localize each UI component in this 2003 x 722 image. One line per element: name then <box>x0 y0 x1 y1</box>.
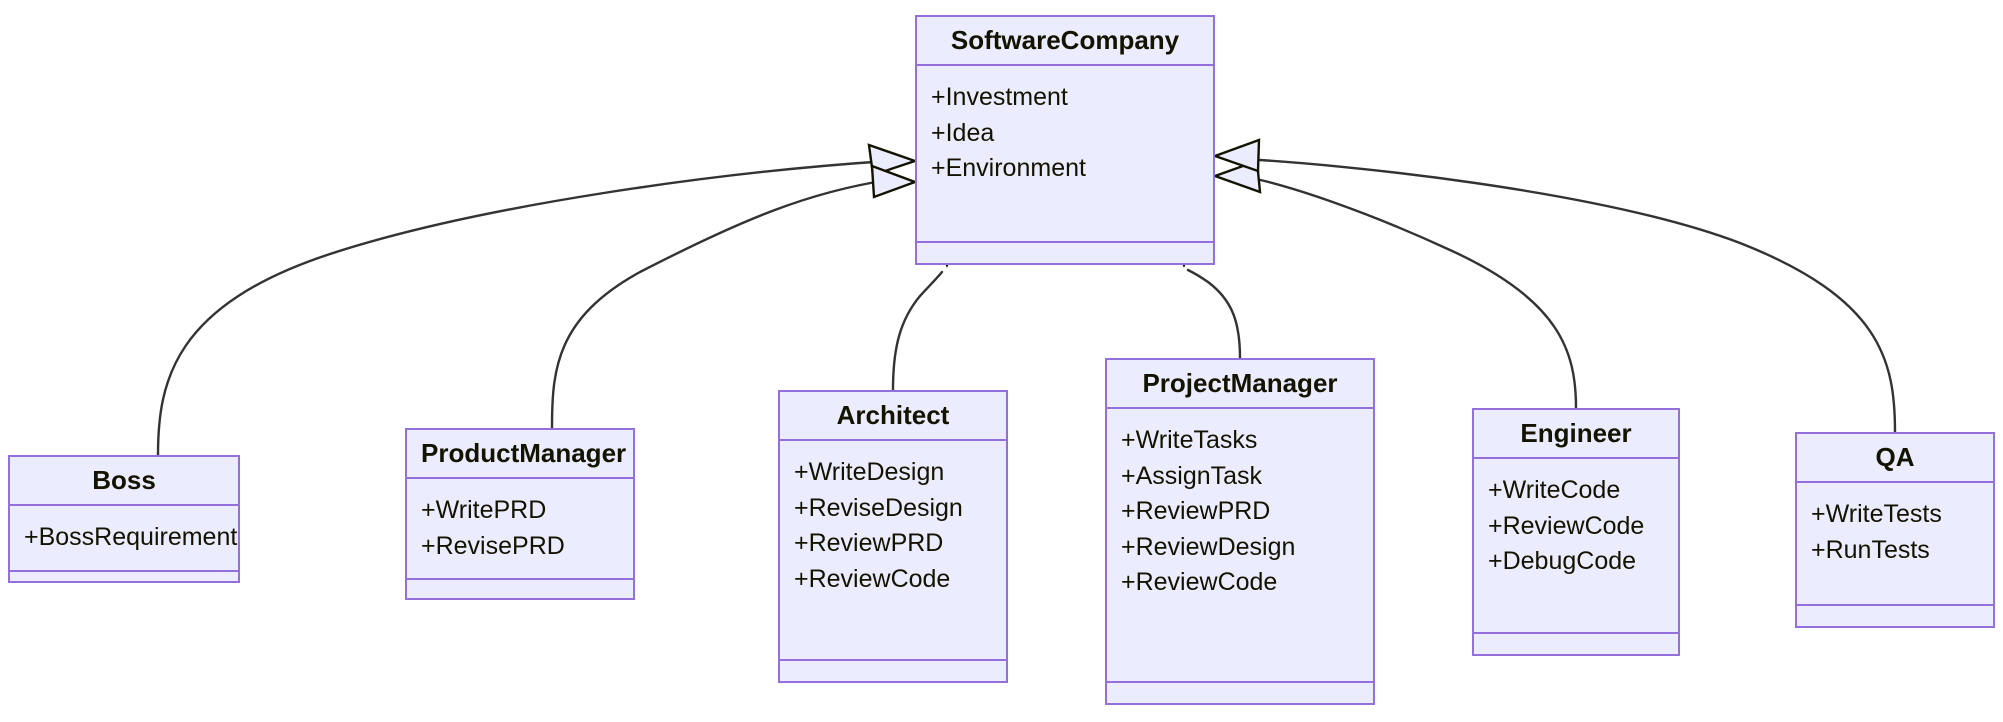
class-methods-software-company <box>917 243 1213 263</box>
inheritance-arrowhead-qa <box>1211 138 1261 173</box>
class-methods-boss <box>10 572 238 592</box>
attribute-row: +ReviewCode <box>794 564 951 593</box>
edge-architect-to-softwarecompany <box>891 270 944 392</box>
class-attributes-software-company: +Investment +Idea +Environment <box>917 66 1213 243</box>
attribute-row: +ReviewCode <box>1121 568 1278 596</box>
attribute-row: +ReviewDesign <box>1121 532 1296 561</box>
uml-class-qa[interactable]: QA +WriteTests +RunTests <box>1795 432 1995 628</box>
class-title-engineer: Engineer <box>1474 410 1678 459</box>
class-attributes-architect: +WriteDesign +ReviseDesign +ReviewPRD +R… <box>780 441 1006 661</box>
class-title-qa: QA <box>1797 434 1993 483</box>
attribute-row: +WriteDesign <box>794 458 945 486</box>
uml-class-software-company[interactable]: SoftwareCompany +Investment +Idea +Envir… <box>915 15 1215 265</box>
attribute-row: +DebugCode <box>1488 547 1637 575</box>
class-attributes-qa: +WriteTests +RunTests <box>1797 483 1993 606</box>
attribute-row: +ReviseDesign <box>794 493 963 522</box>
uml-class-architect[interactable]: Architect +WriteDesign +ReviseDesign +Re… <box>778 390 1008 683</box>
inheritance-arrowhead-boss <box>867 143 919 177</box>
inheritance-arrowhead-productmanager <box>870 164 919 199</box>
class-methods-engineer <box>1474 634 1678 654</box>
class-methods-architect <box>780 661 1006 681</box>
uml-class-project-manager[interactable]: ProjectManager +WriteTasks +AssignTask +… <box>1105 358 1375 705</box>
class-attributes-boss: +BossRequirement <box>10 506 238 572</box>
attribute-row: +ReviewCode <box>1488 511 1645 540</box>
attribute-row: +Investment <box>931 83 1068 111</box>
edge-projectmanager-to-softwarecompany <box>1186 268 1242 360</box>
class-title-architect: Architect <box>780 392 1006 441</box>
attribute-row: +BossRequirement <box>24 523 238 551</box>
attribute-row: +Environment <box>931 154 1086 182</box>
attribute-row: +WriteTests <box>1811 500 1942 528</box>
attribute-row: +WriteTasks <box>1121 426 1258 454</box>
class-methods-qa <box>1797 606 1993 626</box>
attribute-row: +ReviewPRD <box>794 529 944 557</box>
class-methods-project-manager <box>1107 683 1373 703</box>
uml-class-boss[interactable]: Boss +BossRequirement <box>8 455 240 583</box>
class-title-boss: Boss <box>10 457 238 506</box>
attribute-row: +WriteCode <box>1488 476 1621 504</box>
attribute-row: +WritePRD <box>421 496 547 524</box>
class-title-software-company: SoftwareCompany <box>917 17 1213 66</box>
uml-class-engineer[interactable]: Engineer +WriteCode +ReviewCode +DebugCo… <box>1472 408 1680 656</box>
class-attributes-product-manager: +WritePRD +RevisePRD <box>407 479 633 580</box>
class-title-project-manager: ProjectManager <box>1107 360 1373 409</box>
attribute-row: +ReviewPRD <box>1121 497 1271 525</box>
class-methods-product-manager <box>407 580 633 600</box>
attribute-row: +Idea <box>931 118 995 147</box>
uml-class-product-manager[interactable]: ProductManager +WritePRD +RevisePRD <box>405 428 635 600</box>
inheritance-arrowhead-engineer <box>1211 159 1262 194</box>
class-attributes-engineer: +WriteCode +ReviewCode +DebugCode <box>1474 459 1678 634</box>
attribute-row: +RevisePRD <box>421 531 565 560</box>
class-attributes-project-manager: +WriteTasks +AssignTask +ReviewPRD +Revi… <box>1107 409 1373 683</box>
attribute-row: +AssignTask <box>1121 461 1263 490</box>
attribute-row: +RunTests <box>1811 535 1930 564</box>
class-title-product-manager: ProductManager <box>407 430 633 479</box>
